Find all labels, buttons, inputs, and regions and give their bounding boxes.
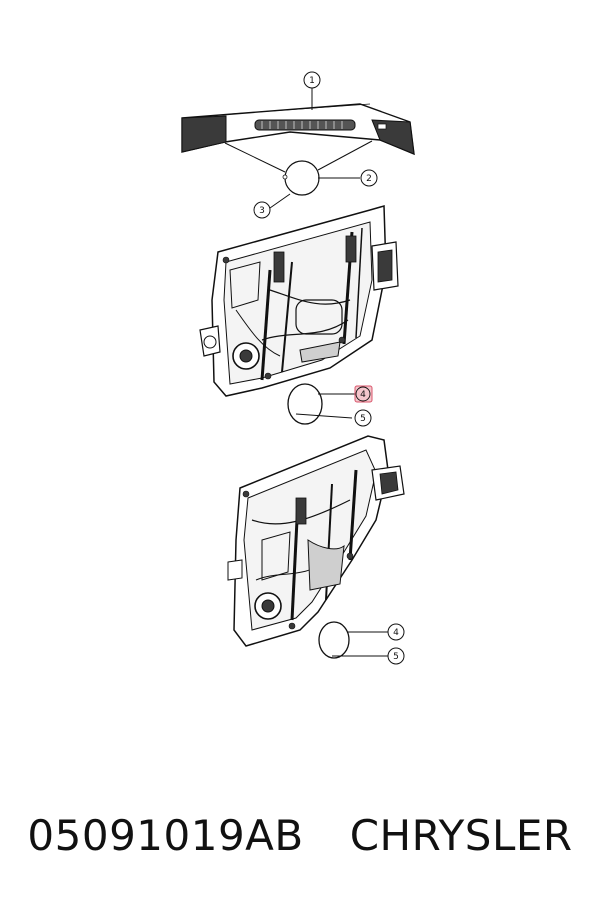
brand-name: CHRYSLER — [349, 810, 573, 860]
callout-4-front[interactable]: 4 — [354, 385, 373, 403]
svg-text:5: 5 — [360, 414, 366, 424]
part-number: 05091019AB — [27, 810, 304, 860]
svg-text:3: 3 — [259, 206, 265, 216]
leader-lines — [269, 88, 388, 657]
caption: 05091019AB CHRYSLER — [0, 800, 600, 870]
parts-diagram: 1 2 3 4 5 4 5 — [181, 71, 415, 665]
front-door-panel — [199, 205, 399, 397]
svg-text:5: 5 — [393, 652, 399, 662]
callout-5-rear[interactable]: 5 — [387, 647, 405, 665]
svg-text:2: 2 — [366, 174, 372, 184]
svg-text:1: 1 — [309, 76, 315, 86]
round-plug — [284, 160, 320, 196]
svg-text:4: 4 — [393, 628, 399, 638]
trim-bar-assembly — [181, 103, 415, 173]
svg-text:4: 4 — [360, 390, 366, 400]
front-access-plug — [287, 383, 323, 425]
callout-2[interactable]: 2 — [360, 169, 378, 187]
callout-3[interactable]: 3 — [253, 201, 271, 219]
callout-5-front[interactable]: 5 — [354, 409, 372, 427]
rear-access-plug — [318, 621, 350, 659]
rear-door-panel — [227, 435, 405, 647]
callout-4-rear[interactable]: 4 — [387, 623, 405, 641]
callout-1[interactable]: 1 — [303, 71, 321, 89]
